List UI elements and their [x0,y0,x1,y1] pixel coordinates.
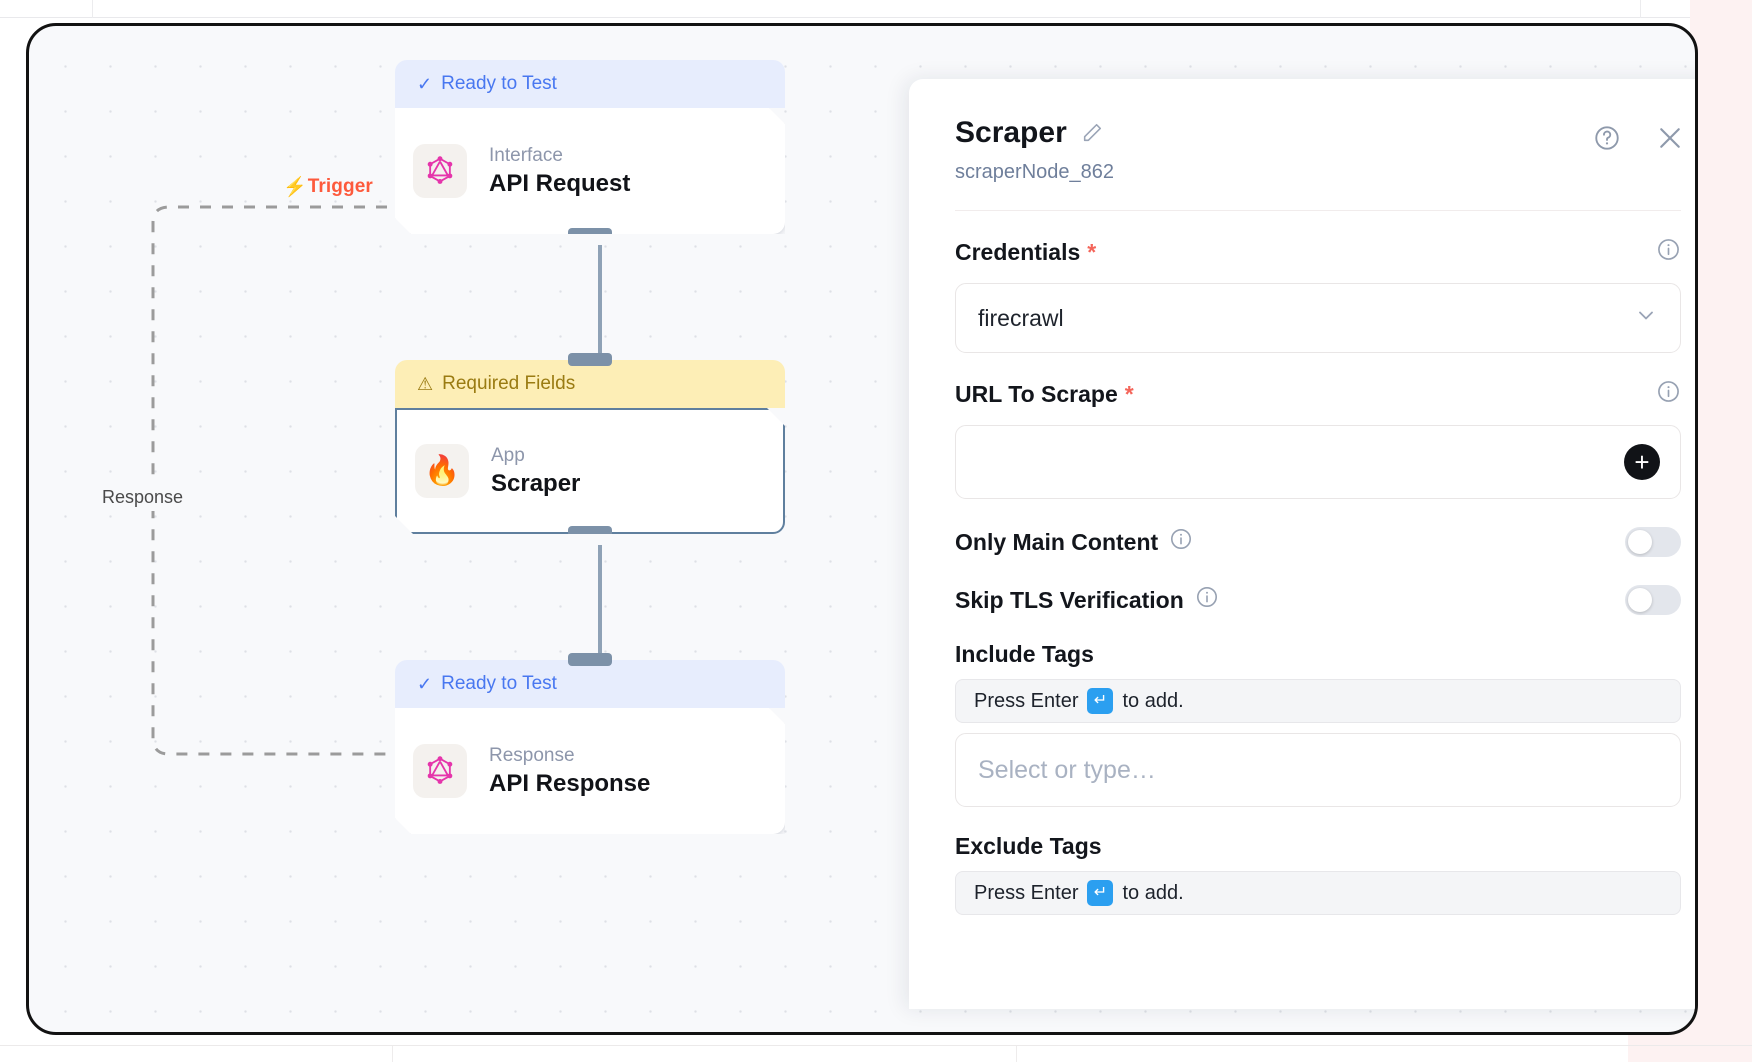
node-status-label: Required Fields [442,373,576,394]
include-tags-hint-suffix: to add. [1122,689,1184,712]
node-title-label: API Response [489,770,651,797]
node-kind-label: App [491,445,525,466]
enter-key-icon: ↵ [1087,688,1114,714]
page-title: Scraper [955,116,1067,149]
node-kind-label: Response [489,745,575,766]
node-detail-panel: Scraper scraperNode_862 [909,79,1695,1009]
node-scraper[interactable]: ⚠ Required Fields 🔥 App Scraper [395,353,785,534]
node-body-api-request[interactable]: Interface API Request [395,108,785,234]
panel-header: Scraper scraperNode_862 [909,79,1695,184]
question-circle-icon[interactable] [1593,124,1621,152]
field-credentials: Credentials * firecrawl [955,237,1681,353]
node-api-response[interactable]: ✓ Ready to Test [395,653,785,834]
node-kind-label: Interface [489,145,563,166]
panel-divider [955,210,1681,211]
required-asterisk: * [1124,380,1134,407]
plus-icon[interactable]: + [1624,444,1660,480]
include-tags-label: Include Tags [955,641,1094,667]
warning-triangle-icon: ⚠ [417,374,434,394]
info-icon[interactable] [1656,379,1681,409]
check-icon: ✓ [417,74,433,94]
include-tags-hint-prefix: Press Enter [974,689,1079,712]
include-tags-input[interactable]: Select or type… [955,733,1681,807]
exclude-tags-hint-suffix: to add. [1122,881,1184,904]
panel-header-actions [1593,123,1685,153]
window-seam-bottom-left [392,1046,393,1062]
node-status-label: Ready to Test [441,673,557,694]
exclude-tags-hint-prefix: Press Enter [974,881,1079,904]
credentials-label: Credentials [955,238,1081,265]
graphql-icon [413,144,467,198]
node-handle-target-scraper[interactable] [568,353,612,366]
only-main-content-toggle[interactable] [1625,527,1681,557]
skip-tls-verification-toggle[interactable] [1625,585,1681,615]
node-api-request[interactable]: ✓ Ready to Test [395,60,785,234]
window-seam-vertical-left [92,0,93,18]
required-asterisk: * [1087,238,1097,265]
info-icon[interactable] [1656,237,1681,267]
field-only-main-content: Only Main Content [955,527,1681,557]
credentials-value: firecrawl [978,304,1064,331]
credentials-select[interactable]: firecrawl [955,283,1681,353]
chevron-down-icon [1634,303,1658,333]
response-label: Response [96,484,190,511]
field-skip-tls-verification: Skip TLS Verification [955,585,1681,615]
panel-body: Credentials * firecrawl [909,237,1695,915]
close-icon[interactable] [1655,123,1685,153]
toggle-knob [1628,588,1652,612]
panel-title-row: Scraper [955,118,1681,148]
window-seam-horizontal [0,17,1752,18]
only-main-content-label-group: Only Main Content [955,527,1193,557]
info-icon[interactable] [1195,585,1219,615]
check-icon: ✓ [417,674,433,694]
node-handle-target-api-response[interactable] [568,653,612,666]
node-status-scraper: ⚠ Required Fields [395,360,785,408]
toggle-knob [1628,530,1652,554]
trigger-label-text: Trigger [307,176,373,197]
graphql-icon [413,744,467,798]
edge-scraper-to-api-response [598,545,602,655]
lightning-bolt-icon: ⚡ [283,176,307,198]
node-title-label: API Request [489,170,631,197]
skip-tls-label-group: Skip TLS Verification [955,585,1219,615]
background-panel-right [1690,0,1752,1062]
window-seam-bottom [0,1045,1752,1046]
include-tags-placeholder: Select or type… [978,755,1156,784]
node-title-label: Scraper [491,470,581,497]
skip-tls-verification-label: Skip TLS Verification [955,586,1184,613]
trigger-badge: ⚡ Trigger [283,176,373,198]
node-status-api-request: ✓ Ready to Test [395,60,785,108]
credentials-label-group: Credentials * [955,239,1096,266]
exclude-tags-hint: Press Enter ↵ to add. [955,871,1681,915]
window-seam-bottom-right [1016,1046,1017,1062]
edge-api-request-to-scraper [598,245,602,355]
info-icon[interactable] [1169,527,1193,557]
window-seam-vertical-right [1640,0,1641,18]
url-label-group: URL To Scrape * [955,381,1134,408]
enter-key-icon: ↵ [1087,880,1114,906]
include-tags-hint: Press Enter ↵ to add. [955,679,1681,723]
url-to-scrape-label: URL To Scrape [955,380,1118,407]
url-to-scrape-input[interactable]: + [955,425,1681,499]
flow-canvas[interactable]: ⚡ Trigger Response ✓ Ready to Test [26,23,1698,1035]
exclude-tags-label: Exclude Tags [955,833,1102,859]
node-body-api-response[interactable]: Response API Response [395,708,785,834]
node-id-label: scraperNode_862 [955,161,1114,183]
pencil-icon[interactable] [1081,122,1103,144]
node-body-scraper[interactable]: 🔥 App Scraper [395,408,785,534]
only-main-content-label: Only Main Content [955,528,1159,555]
field-url-to-scrape: URL To Scrape * + [955,379,1681,499]
fire-icon: 🔥 [415,444,469,498]
node-status-api-response: ✓ Ready to Test [395,660,785,708]
node-status-label: Ready to Test [441,73,557,94]
